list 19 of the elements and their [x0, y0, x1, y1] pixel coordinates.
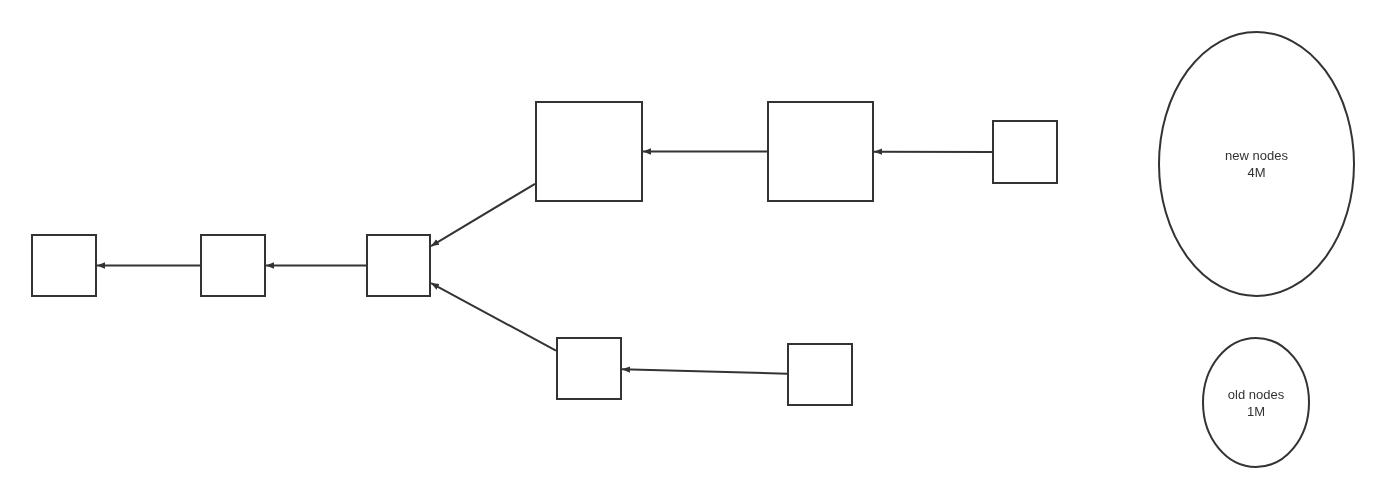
empty-box	[535, 101, 643, 202]
ellipse-node	[1158, 31, 1355, 297]
empty-box	[787, 343, 853, 406]
node-label: new nodes 4M	[1224, 147, 1289, 181]
ellipse-node	[1202, 337, 1310, 468]
node-label: old nodes 1M	[1226, 385, 1286, 420]
arrow	[621, 366, 788, 375]
arrow	[642, 148, 768, 155]
empty-box	[767, 101, 874, 202]
arrow	[430, 282, 557, 352]
empty-box	[992, 120, 1058, 184]
empty-box	[556, 337, 622, 400]
arrow	[265, 262, 367, 269]
empty-box	[200, 234, 266, 297]
arrow	[873, 148, 993, 155]
empty-box	[366, 234, 431, 297]
arrow	[430, 182, 536, 248]
arrow	[96, 262, 201, 269]
empty-box	[31, 234, 97, 297]
